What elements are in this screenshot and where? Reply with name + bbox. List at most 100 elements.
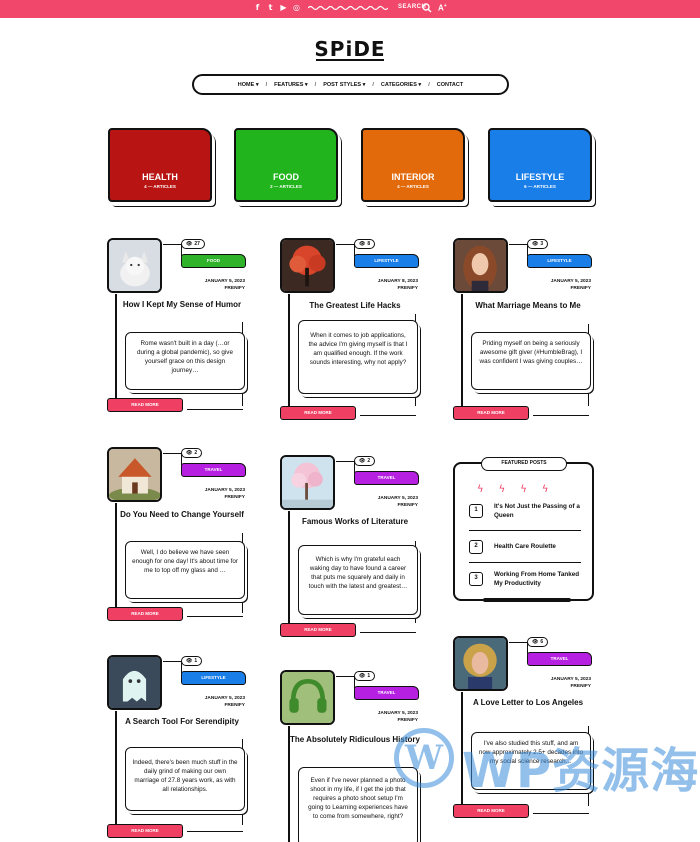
- view-count-badge: 👁27: [181, 239, 205, 249]
- nav-item-home[interactable]: HOME ▾: [237, 81, 259, 88]
- search-label[interactable]: SEARCH: [398, 4, 427, 10]
- featured-title[interactable]: Working From Home Tanked My Productivity: [494, 571, 580, 587]
- view-count-badge: 👁6: [527, 637, 549, 647]
- featured-number: 3: [469, 572, 483, 586]
- divider: [469, 562, 581, 563]
- category-count: 4 — ARTICLES: [144, 184, 176, 189]
- nav-item-contact[interactable]: CONTACT: [436, 81, 464, 88]
- category-card-interior[interactable]: INTERIOR 4 — ARTICLES: [361, 128, 465, 202]
- lightning-icon: ϟ: [541, 484, 549, 495]
- ruler-decoration: [187, 826, 243, 832]
- post-title[interactable]: Do You Need to Change Yourself: [120, 510, 244, 519]
- nav-separator: /: [428, 81, 430, 88]
- category-name: FOOD: [273, 172, 299, 182]
- featured-item[interactable]: 1 It's Not Just the Passing of a Queen: [469, 502, 587, 524]
- read-more-button[interactable]: READ MORE: [107, 398, 183, 412]
- post-category-tag[interactable]: LIFESTYLE: [181, 671, 246, 685]
- connector-line: [336, 461, 355, 473]
- rail-line: [461, 692, 463, 806]
- post-thumbnail-tree[interactable]: [280, 238, 335, 293]
- rail-line: [288, 511, 290, 623]
- youtube-icon[interactable]: ▶: [280, 3, 287, 12]
- post-category-tag[interactable]: TRAVEL: [181, 463, 246, 477]
- post-category-tag[interactable]: LIFESTYLE: [527, 254, 592, 268]
- instagram-icon[interactable]: ◎: [293, 3, 300, 12]
- post-title[interactable]: What Marriage Means to Me: [475, 301, 581, 310]
- view-count-badge: 👁3: [527, 239, 549, 249]
- lightning-icon: ϟ: [498, 484, 506, 495]
- featured-item[interactable]: 3 Working From Home Tanked My Productivi…: [469, 570, 587, 592]
- connector-line: [163, 661, 182, 673]
- post-category-tag[interactable]: TRAVEL: [354, 686, 419, 700]
- post-thumbnail-house[interactable]: [107, 447, 162, 502]
- post-category-tag[interactable]: TRAVEL: [354, 471, 419, 485]
- post-title[interactable]: The Greatest Life Hacks: [309, 301, 401, 310]
- read-more-button[interactable]: READ MORE: [280, 406, 356, 420]
- ruler-decoration: [533, 410, 589, 416]
- main-nav: HOME ▾ / FEATURES ▾ / POST STYLES ▾ / CA…: [192, 74, 509, 95]
- post-excerpt: When it comes to job applications, the a…: [298, 320, 418, 394]
- connector-line: [336, 676, 355, 688]
- category-count: 4 — ARTICLES: [397, 184, 429, 189]
- post-category-tag[interactable]: FOOD: [181, 254, 246, 268]
- nav-item-categories[interactable]: CATEGORIES ▾: [380, 81, 422, 88]
- featured-title[interactable]: It's Not Just the Passing of a Queen: [494, 503, 580, 519]
- eye-icon: 👁: [186, 658, 193, 664]
- nav-separator: /: [265, 81, 268, 88]
- featured-title[interactable]: Health Care Roulette: [494, 543, 556, 550]
- read-more-button[interactable]: READ MORE: [280, 623, 356, 637]
- post-title[interactable]: A Love Letter to Los Angeles: [472, 698, 584, 707]
- nav-item-features[interactable]: FEATURES ▾: [274, 81, 308, 88]
- post-title[interactable]: A Search Tool For Serendipity: [125, 717, 239, 726]
- featured-number: 2: [469, 540, 483, 554]
- category-name: HEALTH: [142, 172, 178, 182]
- post-excerpt: Indeed, there's been much stuff in the d…: [125, 747, 245, 811]
- post-title[interactable]: Famous Works of Literature: [301, 517, 409, 526]
- search-icon[interactable]: [422, 3, 432, 13]
- ruler-decoration: [187, 404, 243, 410]
- post-thumbnail-blossom-tree[interactable]: [280, 455, 335, 510]
- post-thumbnail-ghost[interactable]: [107, 655, 162, 710]
- post-category-tag[interactable]: TRAVEL: [527, 652, 592, 666]
- post-title[interactable]: How I Kept My Sense of Humor: [122, 300, 242, 309]
- post-title[interactable]: The Absolutely Ridiculous History: [290, 735, 420, 744]
- social-links: f t ▶ ◎: [253, 3, 301, 13]
- post-thumbnail-headphones[interactable]: [280, 670, 335, 725]
- category-card-health[interactable]: HEALTH 4 — ARTICLES: [108, 128, 212, 202]
- post-thumbnail-fox[interactable]: [107, 238, 162, 293]
- category-card-food[interactable]: FOOD 2 — ARTICLES: [234, 128, 338, 202]
- nav-item-post-styles[interactable]: POST STYLES ▾: [323, 81, 366, 88]
- view-count-badge: 👁8: [354, 239, 376, 249]
- eye-icon: 👁: [532, 241, 539, 247]
- eye-icon: 👁: [359, 241, 366, 247]
- connector-line: [163, 453, 182, 465]
- view-count-badge: 👁2: [181, 448, 203, 458]
- view-count-badge: 👁1: [181, 656, 203, 666]
- connector-line: [336, 244, 355, 256]
- watermark-text: WP资源海: [462, 743, 700, 799]
- facebook-icon[interactable]: f: [255, 3, 260, 12]
- read-more-button[interactable]: READ MORE: [453, 406, 529, 420]
- read-more-button[interactable]: READ MORE: [453, 804, 529, 818]
- site-logo[interactable]: SPiDE: [314, 37, 386, 61]
- view-count-badge: 👁1: [354, 671, 376, 681]
- connector-line: [509, 642, 528, 654]
- twitter-icon[interactable]: t: [268, 3, 273, 12]
- category-card-lifestyle[interactable]: LIFESTYLE 6 — ARTICLES: [488, 128, 592, 202]
- lightning-decoration: ϟ ϟ ϟ ϟ: [477, 484, 548, 495]
- post-thumbnail-woman[interactable]: [453, 238, 508, 293]
- post-category-tag[interactable]: LIFESTYLE: [354, 254, 419, 268]
- read-more-button[interactable]: READ MORE: [107, 824, 183, 838]
- read-more-button[interactable]: READ MORE: [107, 607, 183, 621]
- post-thumbnail-portrait[interactable]: [453, 636, 508, 691]
- font-size-icon[interactable]: A+: [438, 3, 447, 13]
- ruler-decoration: [187, 611, 243, 617]
- featured-item[interactable]: 2 Health Care Roulette: [469, 538, 587, 560]
